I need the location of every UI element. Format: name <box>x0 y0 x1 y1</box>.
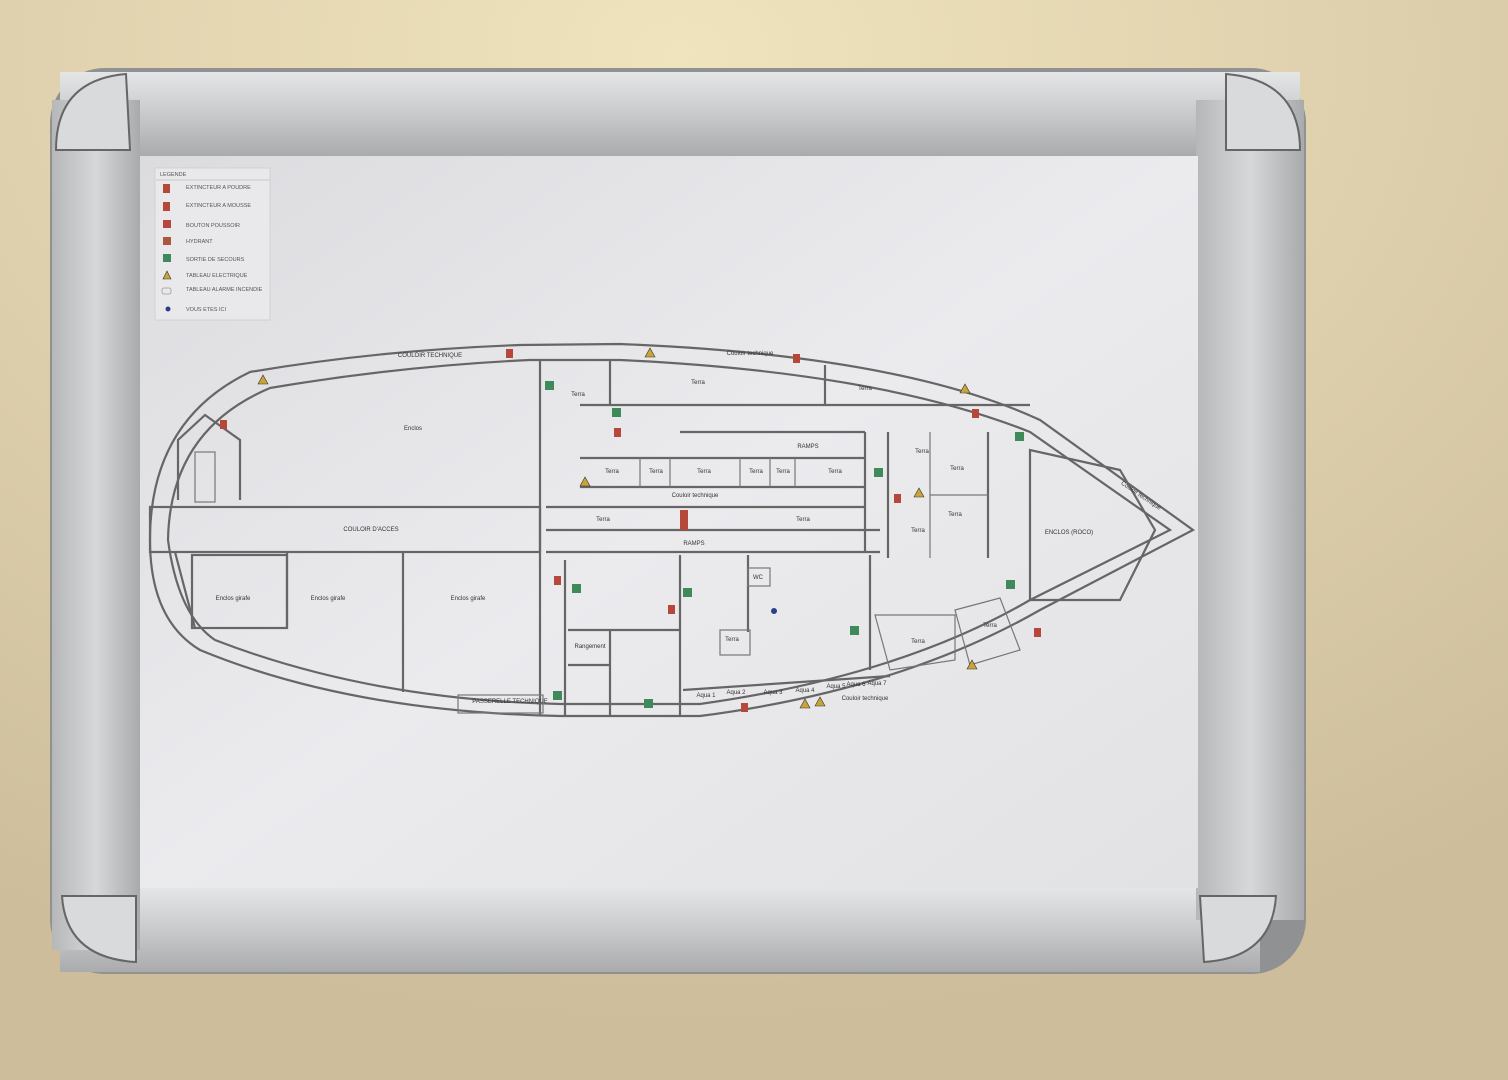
label-terra: Terra <box>948 512 962 518</box>
extinguisher-icon <box>1034 628 1041 637</box>
label-aqua: Aqua 5 <box>826 684 846 690</box>
label-terra: Terra <box>776 469 790 475</box>
emergency-exit-icon <box>163 254 171 262</box>
emergency-exit-icon <box>1006 580 1015 589</box>
emergency-exit-icon <box>644 699 653 708</box>
extinguisher-foam-icon <box>163 202 170 211</box>
label-terra: Terra <box>911 639 925 645</box>
floor-plan <box>148 342 1196 718</box>
label-aqua: Aqua 6 <box>846 682 866 688</box>
label-enclos-girafe: Enclos girafe <box>216 596 251 602</box>
label-terra: Terra <box>596 517 610 523</box>
extinguisher-icon <box>554 576 561 585</box>
electrical-panel-icon <box>162 270 172 280</box>
electrical-panel-icon <box>814 696 826 707</box>
legend-title: LEGENDE <box>160 172 187 178</box>
label-terra: Terra <box>828 469 842 475</box>
extinguisher-icon <box>741 703 748 712</box>
push-button-icon <box>163 220 171 228</box>
label-couloir-technique: Couloir technique <box>672 493 719 499</box>
label-couloir-technique: Couloir technique <box>842 696 889 702</box>
extinguisher-icon <box>972 409 979 418</box>
label-passerelle: PASSERELLE TECHNIQUE <box>472 699 547 705</box>
label-aqua: Aqua 7 <box>867 681 887 687</box>
label-terra: Terra <box>950 466 964 472</box>
emergency-exit-icon <box>1015 432 1024 441</box>
emergency-exit-icon <box>572 584 581 593</box>
label-rangement: Rangement <box>574 644 605 650</box>
label-terra: Terra <box>725 637 739 643</box>
legend-label: TABLEAU ALARME INCENDIE <box>186 287 263 293</box>
legend: LEGENDE EXTINCTEUR A POUDRE EXTINCTEUR A… <box>154 167 271 321</box>
legend-label: SORTIE DE SECOURS <box>186 257 245 263</box>
extinguisher-icon <box>793 354 800 363</box>
legend-label: HYDRANT <box>186 239 213 245</box>
paper-sheet <box>140 156 1198 888</box>
label-terra: Terra <box>571 392 585 398</box>
electrical-panel-icon <box>257 374 269 385</box>
electrical-panel-icon <box>644 347 656 358</box>
label-couloir-acces: COULOIR D'ACCES <box>343 527 398 533</box>
electrical-panel-icon <box>959 383 971 394</box>
electrical-panel-icon <box>966 659 978 670</box>
label-terra: Terra <box>605 469 619 475</box>
label-terra: Terra <box>858 386 872 392</box>
fire-alarm-panel-icon <box>161 287 172 295</box>
emergency-exit-icon <box>553 691 562 700</box>
label-ramps: RAMPS <box>797 444 818 450</box>
label-couloir-technique: COULOIR TECHNIQUE <box>398 353 462 359</box>
extinguisher-icon <box>220 420 227 429</box>
extinguisher-icon <box>506 349 513 358</box>
label-aqua: Aqua 1 <box>696 693 716 699</box>
extinguisher-icon <box>668 605 675 614</box>
label-wc: WC <box>753 575 764 581</box>
label-terra: Terra <box>649 469 663 475</box>
extinguisher-powder-icon <box>163 184 170 193</box>
frame-corner-chrome <box>54 72 1302 964</box>
legend-label: BOUTON POUSSOIR <box>186 223 240 229</box>
hydrant-icon <box>163 237 171 245</box>
emergency-exit-icon <box>874 468 883 477</box>
label-terra: Terra <box>911 528 925 534</box>
extinguisher-icon <box>894 494 901 503</box>
label-aqua: Aqua 4 <box>795 688 815 694</box>
label-terra: Terra <box>697 469 711 475</box>
label-terra: Terra <box>915 449 929 455</box>
label-terra: Terra <box>983 623 997 629</box>
emergency-exit-icon <box>850 626 859 635</box>
label-terra: Terra <box>749 469 763 475</box>
emergency-exit-icon <box>545 381 554 390</box>
label-terra: Terra <box>796 517 810 523</box>
label-terra: Terra <box>691 380 705 386</box>
label-enclos-girafe: Enclos girafe <box>451 596 486 602</box>
you-are-here-icon <box>771 608 777 614</box>
label-couloir-technique: Couloir technique <box>727 351 774 357</box>
plan-safety-icons <box>220 347 1041 712</box>
label-aqua: Aqua 3 <box>763 690 783 696</box>
electrical-panel-icon <box>579 476 591 487</box>
legend-label: VOUS ETES ICI <box>186 307 227 313</box>
emergency-exit-icon <box>612 408 621 417</box>
legend-label: EXTINCTEUR A POUDRE <box>186 185 251 191</box>
label-enclos: Enclos <box>404 426 422 432</box>
label-enclos-girafe: Enclos girafe <box>311 596 346 602</box>
electrical-panel-icon <box>799 698 811 709</box>
electrical-panel-icon <box>913 487 925 498</box>
label-ramps: RAMPS <box>683 541 704 547</box>
legend-label: EXTINCTEUR A MOUSSE <box>186 203 251 209</box>
extinguisher-icon <box>680 510 688 530</box>
you-are-here-icon <box>165 306 171 312</box>
extinguisher-icon <box>614 428 621 437</box>
label-enclos-bow: ENCLOS (ROCO) <box>1045 530 1093 536</box>
legend-label: TABLEAU ELECTRIQUE <box>186 273 248 279</box>
label-aqua: Aqua 2 <box>726 690 746 696</box>
emergency-exit-icon <box>683 588 692 597</box>
